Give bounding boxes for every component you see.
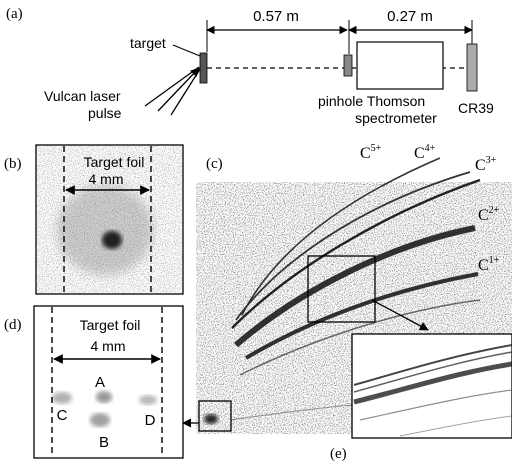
spot-label-c: C [57,407,68,424]
pinhole [343,54,353,77]
laser-ray-2 [157,67,200,112]
panel-a-label: (a) [6,6,23,22]
panel-d-title: Target foil [80,317,141,333]
zoom-arrow [371,299,429,331]
panel-d: Target foil 4 mm A B C D (d) [4,305,184,459]
panel-d-width-label: 4 mm [91,338,126,354]
spectrometer-label-line1: Thomson [367,93,425,109]
trace-c1 [244,272,479,360]
panel-e-frame [351,333,512,439]
ion-label-c5: C5+ [360,143,382,162]
spectrometer-label-line2: spectrometer [355,110,437,126]
target-leader [172,44,201,57]
trace-c3 [231,178,481,329]
panel-e-image [353,344,512,437]
cr39-detector [466,43,478,92]
panel-b: Target foil 4 mm (b) [4,144,184,295]
panel-a: (a) 0.57 m 0.27 m target Vulcan laser pu… [6,6,494,126]
panel-b-label: (b) [4,156,22,172]
thomson-spectrometer [356,41,444,90]
spot-label-b: B [99,434,109,451]
target-label: target [130,35,166,51]
trace-c2 [234,225,476,348]
panel-d-image [52,391,157,427]
ion-label-c1: C1+ [478,255,500,274]
spot-label-d: D [145,412,156,429]
laser-ray-3 [170,68,201,116]
trace-c5 [241,157,441,316]
panel-b-width-label: 4 mm [89,171,124,187]
laser-ray-1 [144,66,200,107]
spot-label-a: A [95,374,105,391]
panel-d-frame [33,305,184,459]
panel-e: (e) [330,333,512,462]
ion-label-c2: C2+ [478,205,500,224]
laser-label-line2: pulse [88,105,122,121]
panel-d-label: (d) [4,317,22,333]
trace-c4 [235,171,471,321]
distance-label-2: 0.27 m [387,8,433,25]
source-box [198,400,232,432]
distance-label-1: 0.57 m [253,8,299,25]
pinhole-label: pinhole [318,93,363,109]
panel-b-title: Target foil [84,154,145,170]
panel-b-image [37,146,182,293]
laser-label-line1: Vulcan laser [44,88,121,104]
ion-label-c4: C4+ [414,143,436,162]
cr39-label: CR39 [458,100,494,116]
target-foil [199,52,208,84]
panel-e-label: (e) [330,446,347,462]
zoom-box [307,255,376,323]
panel-c-label: (c) [206,156,223,172]
ion-label-c3: C3+ [475,155,497,174]
